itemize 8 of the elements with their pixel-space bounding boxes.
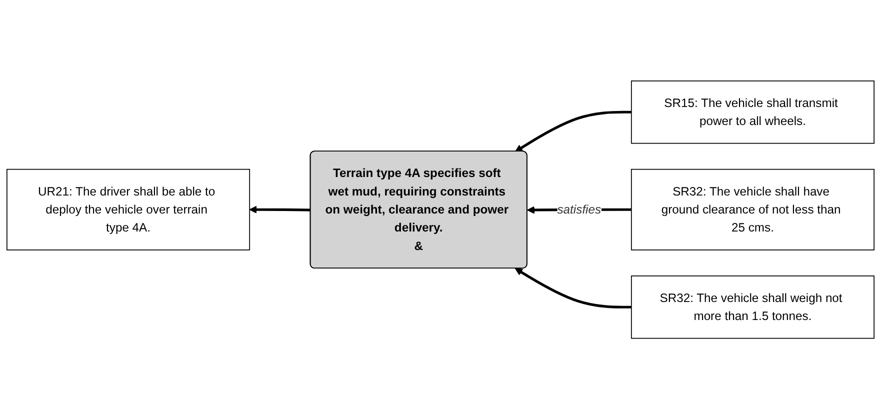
- node-box: SR32: The vehicle shall have ground clearance of not less than 25 cms.: [630, 168, 874, 250]
- node-box: SR15: The vehicle shall transmit power to all wheels.: [630, 80, 874, 144]
- node-box: UR21: The driver shall be able to deploy the vehicle over terrain type 4A.: [6, 168, 250, 250]
- node-box: SR32: The vehicle shall weigh not more than 1.5 tonnes.: [630, 275, 874, 339]
- edge-label: satisfies: [557, 202, 602, 216]
- arrow: [515, 110, 632, 152]
- arrow: [249, 206, 311, 214]
- arrow: [515, 268, 632, 308]
